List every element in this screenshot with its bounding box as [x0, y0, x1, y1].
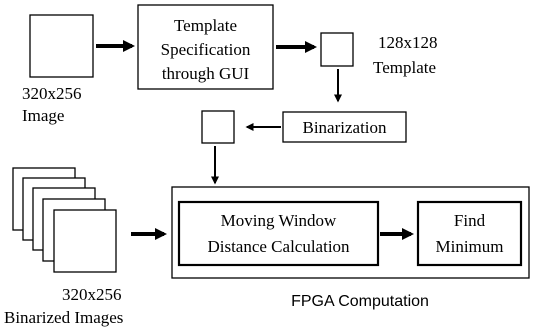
binarization-label: Binarization	[302, 118, 387, 137]
template-spec-line3: through GUI	[162, 64, 250, 83]
template-box	[320, 32, 354, 67]
find-minimum-box	[416, 200, 523, 267]
fpga-label: FPGA Computation	[291, 293, 429, 310]
binarized-template-box	[201, 110, 235, 144]
find-minimum-line1: Find	[454, 211, 486, 230]
binarized-images-size-label: 320x256	[62, 285, 122, 304]
template-size-label: 128x128	[378, 33, 438, 52]
moving-window-box	[177, 200, 380, 267]
input-image-box	[29, 14, 94, 78]
moving-window-line2: Distance Calculation	[207, 237, 350, 256]
binarized-images-label: Binarized Images	[4, 308, 123, 327]
binarization-box	[282, 111, 407, 143]
binarized-images-stack	[12, 167, 117, 273]
template-spec-line1: Template	[174, 16, 237, 35]
template-label: Template	[373, 58, 436, 77]
binarized-image-layer-5	[53, 209, 117, 273]
template-spec-box	[137, 4, 274, 90]
moving-window-line1: Moving Window	[221, 211, 337, 230]
find-minimum-line2: Minimum	[435, 237, 503, 256]
template-spec-line2: Specification	[161, 40, 251, 59]
input-image-size-label: 320x256	[22, 84, 82, 103]
input-image-label: Image	[22, 106, 64, 125]
